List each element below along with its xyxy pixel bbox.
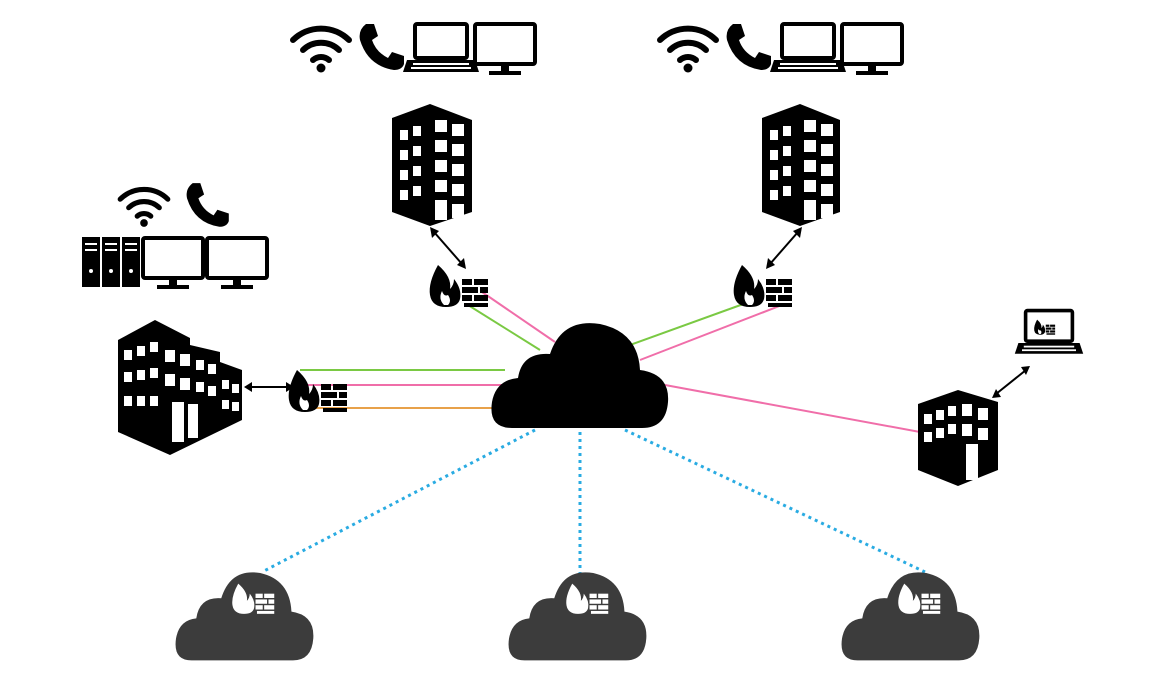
remote-cloud-right xyxy=(841,572,980,661)
link-green-branch-left xyxy=(467,304,541,351)
monitor-icon xyxy=(141,236,205,291)
firewall-icon xyxy=(733,265,792,307)
double-arrow-icon xyxy=(244,382,294,392)
link-pink-branch-right xyxy=(639,304,783,361)
phone-icon xyxy=(359,24,404,70)
monitor-icon xyxy=(205,236,269,291)
headquarters-group xyxy=(82,183,347,455)
link-pink-branch-left xyxy=(481,291,556,343)
phone-icon xyxy=(186,183,229,227)
laptop-firewall-icon xyxy=(1012,308,1085,356)
small-office-group xyxy=(918,308,1085,486)
branch-left-group xyxy=(293,22,537,307)
double-arrow-icon xyxy=(430,227,466,269)
small-building-icon xyxy=(918,390,998,486)
wifi-icon xyxy=(293,29,349,73)
link-dotted-remote-right xyxy=(624,428,926,574)
branch-right-group xyxy=(660,22,904,307)
wifi-icon xyxy=(120,189,168,226)
monitor-icon xyxy=(840,22,904,77)
remote-cloud-center xyxy=(508,572,647,661)
link-pink-small-office xyxy=(664,384,921,433)
office-building-icon xyxy=(118,320,242,455)
firewall-icon xyxy=(429,265,488,307)
tower-building-icon xyxy=(762,104,840,226)
link-dotted-remote-left xyxy=(261,428,536,574)
link-green-branch-right xyxy=(629,297,761,346)
cloud-firewall-icon xyxy=(508,572,647,661)
double-arrow-icon xyxy=(992,366,1030,398)
tower-building-icon xyxy=(392,104,472,226)
double-arrow-icon xyxy=(766,227,802,269)
cloud-firewall-icon xyxy=(175,572,314,661)
cloud-icon xyxy=(491,323,669,428)
cloud-firewall-icon xyxy=(841,572,980,661)
laptop-icon xyxy=(768,22,848,74)
monitor-icon xyxy=(473,22,537,77)
remote-cloud-left xyxy=(175,572,314,661)
laptop-icon xyxy=(401,22,481,74)
phone-icon xyxy=(726,24,771,70)
firewall-icon xyxy=(288,370,347,412)
server-rack-icon xyxy=(82,237,140,287)
wifi-icon xyxy=(660,29,716,73)
